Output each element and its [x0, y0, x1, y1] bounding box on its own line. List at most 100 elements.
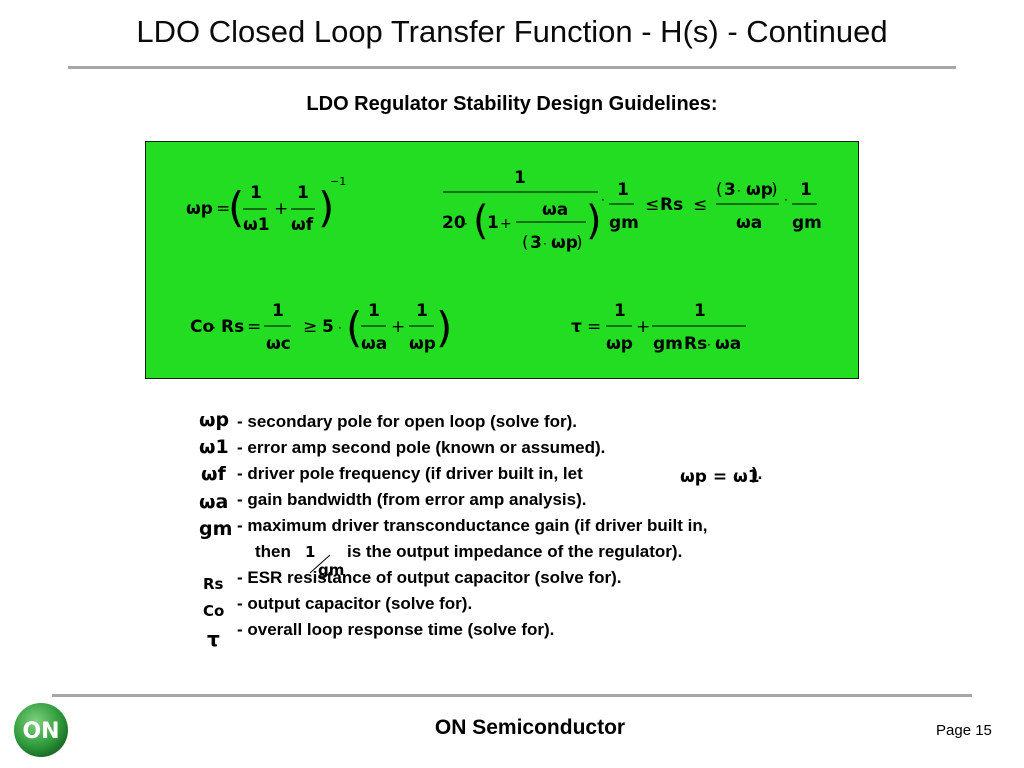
- page-number: Page 15: [936, 722, 992, 739]
- eq3-wa: ωa: [361, 334, 387, 354]
- eq3-num-one: 1: [272, 301, 284, 321]
- eq2-num-one-r: 1: [800, 180, 812, 200]
- svg-text:): ): [436, 303, 452, 352]
- svg-text:·: ·: [601, 193, 605, 207]
- svg-text:+: +: [500, 216, 512, 232]
- inline-close-paren: ).: [752, 464, 763, 483]
- equation-canvas: ωp = ( 1 ω1 + 1 ωf ) −1 1 20 · ( 1 + ωa …: [186, 168, 822, 354]
- svg-text:·: ·: [338, 321, 342, 335]
- eq3-num-p: 1: [416, 301, 428, 321]
- svg-text:·: ·: [676, 338, 680, 352]
- eq2-one: 1: [487, 213, 499, 233]
- legend-text-impedance: is the output impedance of the regulator…: [347, 542, 683, 561]
- eq3-num-a: 1: [368, 301, 380, 321]
- eq2-three-r: 3: [724, 180, 736, 200]
- legend-symbol-w1: ω1: [199, 436, 229, 458]
- legend-text-wa: - gain bandwidth (from error amp analysi…: [237, 490, 587, 509]
- svg-text:=: =: [247, 317, 261, 337]
- svg-text:·: ·: [784, 193, 788, 207]
- svg-text:≥: ≥: [303, 317, 317, 337]
- svg-text:≤: ≤: [645, 195, 659, 215]
- eq4-num-one-b: 1: [694, 301, 706, 321]
- eq3-co: Co: [190, 317, 214, 337]
- eq1-den-2: ωf: [291, 215, 314, 235]
- inline-wp-eq-w1: ωp = ω1: [680, 467, 760, 487]
- title-divider: [68, 66, 956, 69]
- svg-text:·: ·: [737, 184, 741, 198]
- svg-text:+: +: [274, 199, 288, 219]
- eq2-gm-r: gm: [792, 213, 822, 233]
- svg-text:(: (: [473, 198, 489, 244]
- page-title: LDO Closed Loop Transfer Function - H(s)…: [136, 14, 888, 49]
- eq3-rs: Rs: [221, 317, 244, 337]
- legend-symbol-tau: τ: [207, 627, 220, 651]
- svg-text:·: ·: [543, 237, 547, 251]
- footer-divider: [52, 694, 972, 697]
- eq1-den-1: ω1: [243, 215, 270, 235]
- eq2-three: 3: [530, 233, 542, 253]
- eq2-twenty: 20: [442, 213, 466, 233]
- legend-symbol-wf: ωf: [201, 463, 226, 485]
- svg-text:): ): [576, 233, 583, 253]
- svg-text:(: (: [522, 233, 529, 253]
- eq4-tau: τ: [571, 317, 582, 337]
- legend-text-rs: - ESR resistance of output capacitor (so…: [237, 568, 622, 587]
- eq2-wa: ωa: [542, 200, 568, 220]
- eq2-wp-r: ωp: [746, 180, 773, 200]
- svg-text:): ): [771, 180, 778, 200]
- footer-brand: ON Semiconductor: [434, 716, 626, 739]
- eq3-wp: ωp: [409, 334, 436, 354]
- svg-text:+: +: [391, 317, 405, 337]
- svg-text:): ): [586, 198, 602, 244]
- eq4-wp: ωp: [606, 334, 633, 354]
- eq1-exponent: −1: [330, 175, 346, 188]
- section-heading: LDO Regulator Stability Design Guideline…: [306, 93, 718, 115]
- legend-text-tau: - overall loop response time (solve for)…: [237, 620, 555, 639]
- inline-one-over-gm-num: 1: [305, 543, 316, 561]
- eq1-lhs: ωp: [186, 199, 213, 219]
- eq1-num-1: 1: [250, 183, 262, 203]
- tau-equation: τ = 1 ωp + 1 gm · Rs · ωa: [571, 301, 746, 354]
- eq4-gm: gm: [653, 334, 683, 354]
- eq4-num-one: 1: [614, 301, 626, 321]
- eq2-wp: ωp: [551, 233, 578, 253]
- on-logo: ON: [13, 702, 69, 758]
- logo-text: ON: [22, 719, 59, 744]
- legend-text-wf: - driver pole frequency (if driver built…: [237, 464, 583, 483]
- svg-text:=: =: [587, 317, 601, 337]
- equation-box: ωp = ( 1 ω1 + 1 ωf ) −1 1 20 · ( 1 + ωa …: [145, 141, 859, 379]
- omega-p-equation: ωp = ( 1 ω1 + 1 ωf ) −1: [186, 175, 346, 235]
- eq2-rs: Rs: [660, 195, 683, 215]
- svg-text:·: ·: [464, 217, 468, 231]
- legend-text-wp: - secondary pole for open loop (solve fo…: [237, 412, 578, 431]
- eq1-num-2: 1: [297, 183, 309, 203]
- svg-text:(: (: [228, 183, 244, 232]
- eq2-top-one: 1: [514, 168, 526, 188]
- svg-text:(: (: [716, 180, 723, 200]
- eq3-wc: ωc: [266, 334, 291, 354]
- eq2-wa-r: ωa: [736, 213, 762, 233]
- svg-text:≤: ≤: [693, 195, 707, 215]
- legend-text-co: - output capacitor (solve for).: [237, 594, 473, 613]
- eq4-wa: ωa: [715, 334, 741, 354]
- svg-text:(: (: [346, 303, 362, 352]
- svg-text:=: =: [216, 199, 230, 219]
- rs-bounds-equation: 1 20 · ( 1 + ωa ( 3 · ωp ) ) · 1 gm ≤ Rs…: [442, 168, 822, 253]
- eq4-rs: Rs: [684, 334, 707, 354]
- legend-symbol-co: Co: [203, 602, 225, 620]
- inline-fraction-slash: [308, 553, 338, 575]
- legend-symbol-wa: ωa: [199, 491, 229, 513]
- legend-symbol-wp: ωp: [199, 409, 230, 431]
- legend-text-then: then: [255, 542, 291, 561]
- inline-one-over-gm-den: gm: [318, 561, 345, 579]
- legend-text-gm: - maximum driver transconductance gain (…: [237, 516, 708, 535]
- svg-text:+: +: [636, 317, 650, 337]
- eq2-gm: gm: [609, 213, 639, 233]
- legend-symbol-rs: Rs: [203, 575, 224, 593]
- eq3-five: 5: [322, 317, 334, 337]
- legend-symbol-gm: gm: [199, 518, 233, 540]
- co-rs-equation: Co · Rs = 1 ωc ≥ 5 · ( 1 ωa + 1 ωp ): [190, 301, 452, 354]
- eq2-num-one: 1: [617, 180, 629, 200]
- svg-text:·: ·: [707, 338, 711, 352]
- legend-text-w1: - error amp second pole (known or assume…: [237, 438, 606, 457]
